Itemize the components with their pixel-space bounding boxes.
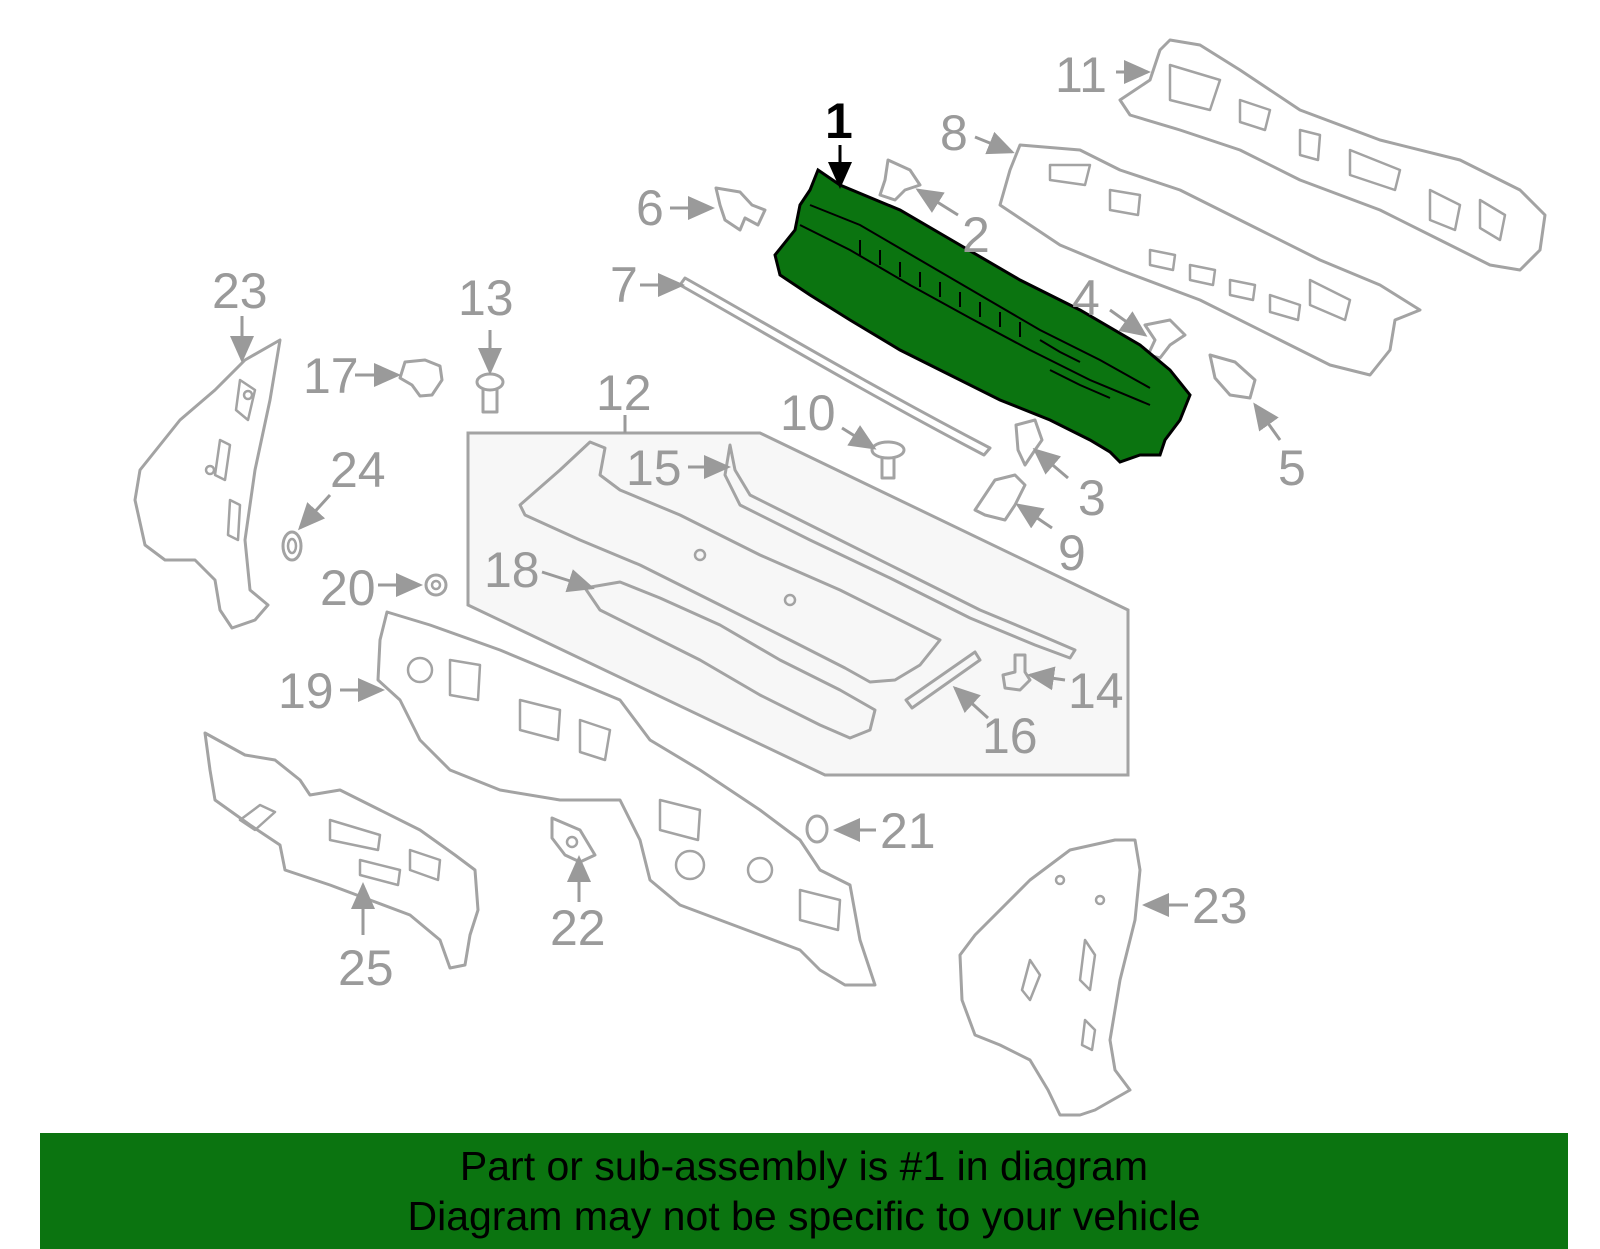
callout-17: 17	[303, 348, 359, 404]
callout-8: 8	[940, 105, 968, 161]
part-11	[1118, 38, 1547, 272]
part-1-highlighted	[773, 167, 1192, 464]
part-15	[723, 443, 1077, 660]
part-7	[678, 276, 992, 457]
part-20	[424, 573, 448, 597]
part-4	[1143, 318, 1187, 360]
callout-20: 20	[320, 560, 376, 616]
part-25	[203, 731, 480, 970]
callout-12: 12	[596, 365, 652, 421]
callout-2: 2	[962, 207, 990, 263]
callout-16: 16	[982, 708, 1038, 764]
callout-6: 6	[636, 180, 664, 236]
part-14	[1001, 653, 1032, 692]
part-12	[518, 440, 942, 684]
banner-line-2: Diagram may not be specific to your vehi…	[407, 1193, 1201, 1239]
part-22	[550, 816, 597, 864]
callout-4: 4	[1072, 270, 1100, 326]
callout-11: 11	[1055, 47, 1107, 103]
callout-23-right: 23	[1192, 878, 1248, 934]
part-23-left	[133, 338, 282, 630]
callout-23-left: 23	[212, 263, 268, 319]
callout-13: 13	[458, 270, 514, 326]
callout-1: 1	[825, 93, 853, 149]
callout-15: 15	[626, 440, 682, 496]
callout-10: 10	[780, 385, 836, 441]
callout-3: 3	[1078, 470, 1106, 526]
part-6	[714, 186, 767, 232]
part-16	[904, 650, 982, 710]
callout-14: 14	[1068, 663, 1124, 719]
part-2	[878, 158, 922, 202]
callout-5: 5	[1278, 440, 1306, 496]
part-13	[475, 372, 505, 414]
callout-18: 18	[484, 542, 540, 598]
callout-21: 21	[880, 803, 936, 859]
callout-7: 7	[610, 257, 638, 313]
callout-24: 24	[330, 442, 386, 498]
callout-25: 25	[338, 940, 394, 996]
part-3	[1014, 418, 1044, 467]
part-19	[376, 610, 877, 987]
part-21	[805, 814, 829, 844]
part-10	[870, 440, 906, 480]
part-9	[973, 473, 1027, 522]
part-8	[998, 143, 1422, 377]
part-5	[1208, 353, 1257, 400]
part-23-right	[958, 838, 1142, 1117]
callout-9: 9	[1058, 525, 1086, 581]
callout-22: 22	[550, 900, 606, 956]
info-banner: Part or sub-assembly is #1 in diagram Di…	[40, 1133, 1568, 1249]
part-24	[281, 530, 303, 562]
part-17	[398, 358, 444, 398]
banner-line-1: Part or sub-assembly is #1 in diagram	[459, 1143, 1149, 1189]
part-18	[583, 580, 877, 740]
callout-19: 19	[278, 663, 334, 719]
